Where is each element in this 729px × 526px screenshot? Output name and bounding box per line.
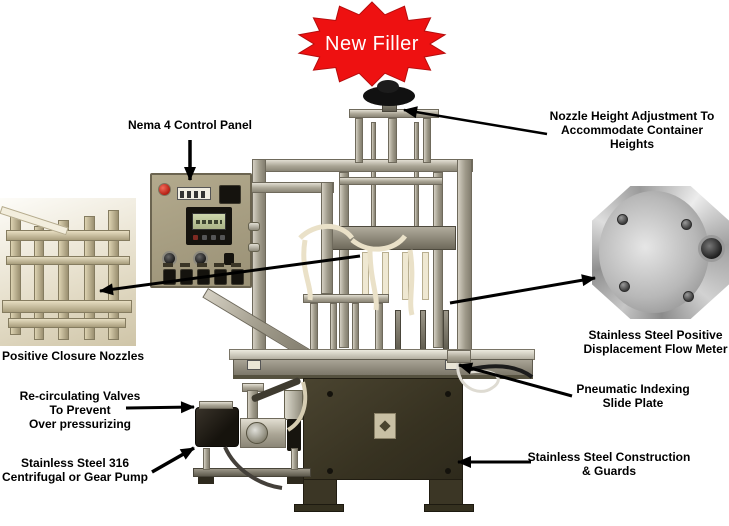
flow-meter-port bbox=[698, 235, 725, 262]
callout-nozzle-height: Nozzle Height Adjustment To Accommodate … bbox=[549, 109, 715, 151]
control-panel bbox=[150, 173, 252, 288]
arrow-flow-meter bbox=[450, 274, 596, 303]
closure-nozzles-photo bbox=[0, 198, 136, 346]
tower-top-bar bbox=[339, 177, 443, 185]
starburst-shape bbox=[299, 2, 445, 86]
pump-foot bbox=[198, 477, 214, 484]
side-frame-post bbox=[321, 182, 333, 294]
selector-switch[interactable] bbox=[224, 253, 234, 265]
flow-meter-bolt bbox=[683, 291, 694, 302]
callout-control-panel: Nema 4 Control Panel bbox=[127, 118, 253, 132]
inset-frame-bar bbox=[6, 256, 130, 265]
nameplate-marks bbox=[180, 191, 208, 198]
arrow-recirculating-valves bbox=[126, 401, 195, 414]
cabinet-screw bbox=[445, 391, 451, 397]
height-adjust-knob bbox=[363, 86, 415, 106]
timer-display bbox=[186, 207, 232, 245]
timer-button[interactable] bbox=[193, 235, 198, 240]
timer-button[interactable] bbox=[202, 235, 207, 240]
panel-hinge bbox=[248, 243, 260, 252]
callout-closure-nozzles: Positive Closure Nozzles bbox=[2, 349, 145, 363]
top-frame-leg bbox=[355, 118, 363, 163]
table-underside bbox=[233, 375, 533, 379]
flow-meter-bolt bbox=[617, 214, 628, 225]
arrow-pump bbox=[152, 448, 195, 472]
flow-meter-photo bbox=[592, 186, 729, 319]
arrow-closure-nozzles bbox=[99, 256, 360, 296]
inset-frame-bar bbox=[58, 220, 69, 340]
top-frame-leg bbox=[388, 118, 397, 163]
cabinet-screw bbox=[445, 468, 451, 474]
height-adjust-knob-top bbox=[377, 80, 399, 93]
callout-pump: Stainless Steel 316 Centrifugal or Gear … bbox=[1, 456, 149, 484]
inset-frame-bar bbox=[8, 318, 126, 328]
callout-flow-meter: Stainless Steel Positive Displacement Fl… bbox=[583, 328, 728, 356]
inset-frame-bar bbox=[84, 216, 95, 340]
indexing-slide-block bbox=[447, 350, 471, 363]
pump-leg bbox=[291, 448, 298, 470]
top-frame-leg bbox=[423, 118, 431, 163]
arrow-indexing bbox=[458, 362, 572, 396]
product-tubes bbox=[300, 226, 412, 315]
new-filler-badge bbox=[296, 0, 448, 88]
cabinet-foot bbox=[424, 504, 474, 512]
cabinet-warning-plate bbox=[374, 413, 396, 439]
pump-head-face bbox=[246, 422, 268, 444]
stand-top-bar bbox=[303, 294, 389, 303]
inset-frame-bar bbox=[108, 210, 119, 340]
flow-meter-bolt bbox=[681, 219, 692, 230]
warning-label bbox=[247, 360, 261, 370]
cabinet-foot bbox=[294, 504, 344, 512]
cabinet-screw bbox=[327, 391, 333, 397]
hoses bbox=[225, 363, 532, 488]
nozzle bbox=[402, 252, 409, 300]
pump-foot bbox=[287, 477, 303, 484]
power-button[interactable] bbox=[219, 185, 241, 204]
callout-indexing: Pneumatic Indexing Slide Plate bbox=[576, 382, 690, 410]
arrow-nozzle-height bbox=[403, 106, 547, 134]
tower-right-post bbox=[433, 172, 443, 348]
timer-digits bbox=[196, 220, 222, 224]
callout-recirculating-valves: Re-circulating Valves To Prevent Over pr… bbox=[19, 389, 141, 431]
timer-button[interactable] bbox=[211, 235, 216, 240]
timer-button[interactable] bbox=[220, 235, 225, 240]
inset-frame-bar bbox=[2, 300, 132, 313]
nozzle bbox=[422, 252, 429, 300]
timer-screen bbox=[192, 213, 226, 230]
nameplate bbox=[177, 187, 211, 200]
emergency-stop-button[interactable] bbox=[158, 183, 171, 196]
pump-motor-cap bbox=[199, 401, 233, 409]
callout-arrows bbox=[99, 106, 596, 472]
cabinet-screw bbox=[327, 468, 333, 474]
inset-frame-bar bbox=[6, 230, 130, 241]
toggle-labels bbox=[163, 263, 247, 267]
cabinet-leg bbox=[303, 479, 337, 505]
flow-meter-bolt bbox=[619, 281, 630, 292]
badge-label: New Filler bbox=[325, 32, 419, 55]
callout-construction: Stainless Steel Construction & Guards bbox=[527, 450, 691, 478]
pump-leg bbox=[203, 448, 210, 470]
panel-hinge bbox=[248, 222, 260, 231]
